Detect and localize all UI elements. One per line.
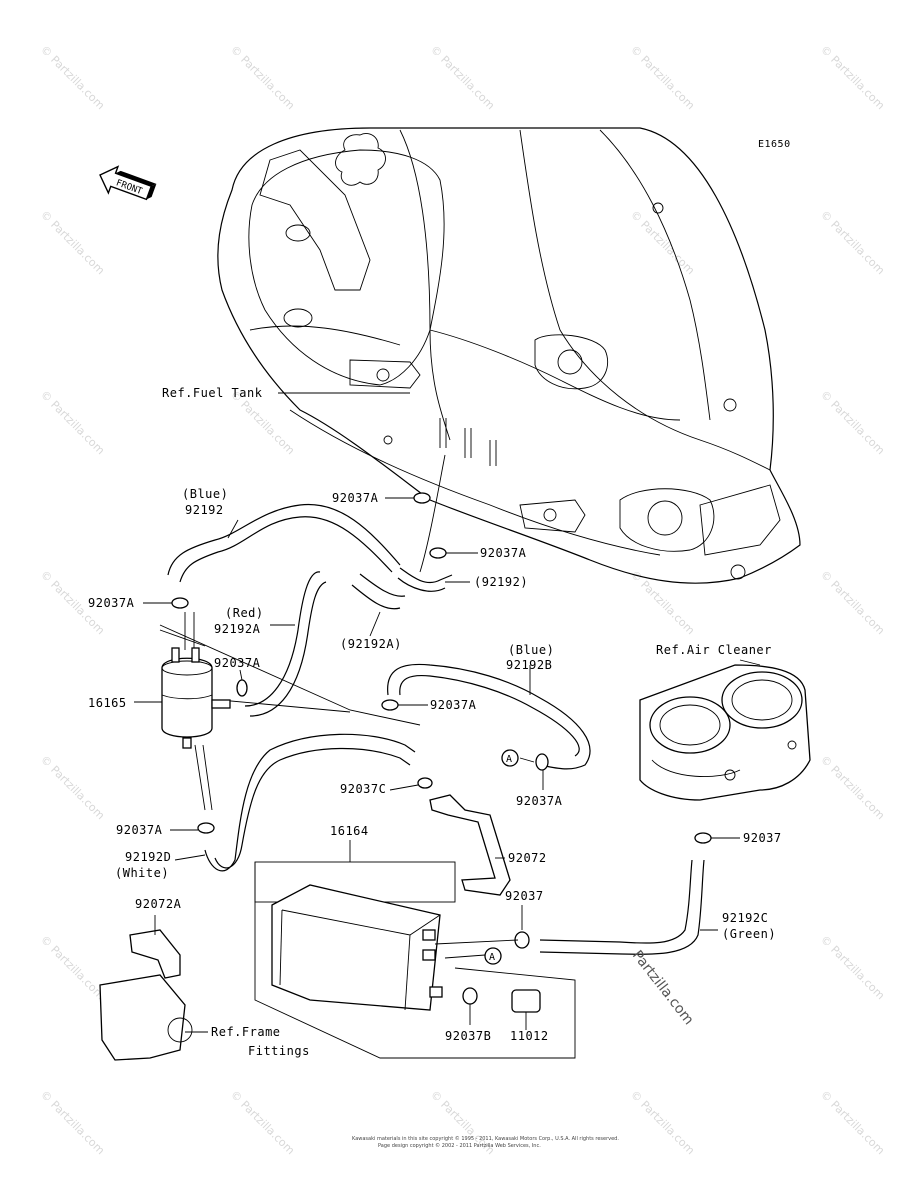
label-92037-mid: 92037 [505,889,544,903]
label-92037a-a: 92037A [516,794,563,808]
watermark: © Partzilla.com [38,1088,107,1157]
label-92037a-mid: 92037A [480,546,527,560]
label-ref-fuel-tank: Ref.Fuel Tank [162,386,263,400]
front-arrow-icon: FRONT [99,165,157,201]
label-red: (Red) [225,606,264,620]
label-callout-a-2: A [489,952,496,963]
label-11012: 11012 [510,1029,549,1043]
footer-copyright: Kawasaki materials in this site copyrigh… [352,1135,619,1142]
label-92192b: 92192B [506,658,552,672]
brackets [99,794,511,1061]
watermark: © Partzilla.com [818,933,887,1002]
clamp-icon [429,547,447,559]
watermark: © Partzilla.com [818,1088,887,1157]
watermark: © Partzilla.com [38,208,107,277]
watermark: © Partzilla.com [818,208,887,277]
label-blue-2: (Blue) [508,643,554,657]
air-cleaner [639,664,811,801]
label-92037a-top: 92037A [332,491,379,505]
label-92037a-low: 92037A [116,823,163,837]
label-92037a-filter: 92037A [214,656,261,670]
footer-design: Page design copyright © 2002 - 2011 Part… [378,1142,541,1149]
label-92192d: 92192D [125,850,171,864]
clamps [171,492,712,1013]
clamp-icon [381,699,399,711]
watermark: © Partzilla.com [628,208,697,277]
watermark: © Partzilla.com [38,933,107,1002]
hoses [159,392,705,955]
callout-a-marker [484,947,502,965]
part-labels: Ref.Fuel Tank (Blue) 92192 92037A 92037A… [88,386,782,1058]
watermark: © Partzilla.com [628,568,697,637]
label-ref-frame: Ref.Frame [211,1025,281,1039]
cap-11012 [511,989,541,1013]
watermark: © Partzilla.com [228,1088,297,1157]
label-92192a: 92192A [214,622,261,636]
clamp-icon [694,832,712,844]
watermark: © Partzilla.com [38,43,107,112]
callout-a-marker [501,749,519,767]
label-92037c: 92037C [340,782,386,796]
watermark: © Partzilla.com [228,43,297,112]
fuel-tank [217,127,801,584]
clamp-icon [535,753,549,771]
watermark: © Partzilla.com [818,388,887,457]
watermark: © Partzilla.com [818,568,887,637]
label-blue-1: (Blue) [182,487,228,501]
label-92072a: 92072A [135,897,182,911]
watermark: © Partzilla.com [818,753,887,822]
leader-lines [134,497,761,1033]
label-92037b: 92037B [445,1029,491,1043]
watermark: © Partzilla.com [38,388,107,457]
label-callout-a: A [506,754,513,765]
label-green: (Green) [722,927,776,941]
clamp-icon [462,987,478,1005]
label-ref-air-cleaner: Ref.Air Cleaner [656,643,772,657]
label-16165: 16165 [88,696,127,710]
label-92192-paren: (92192) [474,575,528,589]
watermark: © Partzilla.com [628,43,697,112]
clamp-icon [197,822,215,834]
label-92072: 92072 [508,851,547,865]
clamp-icon [171,597,189,609]
label-92037-right: 92037 [743,831,782,845]
watermark: © Partzilla.com [428,43,497,112]
watermark: © Partzilla.com [818,43,887,112]
watermark: © Partzilla.com [628,1088,697,1157]
large-watermark: Partzilla.com [629,948,697,1028]
label-92037a-right: 92037A [430,698,477,712]
watermark: © Partzilla.com [38,753,107,822]
label-92037a-left: 92037A [88,596,135,610]
canister [254,861,576,1059]
clamp-icon [417,777,433,789]
clamp-icon [236,679,248,697]
label-92192: 92192 [185,503,224,517]
label-92192a-paren: (92192A) [340,637,402,651]
diagram-code: E1650 [758,139,791,150]
label-fittings: Fittings [248,1044,310,1058]
clamp-icon [413,492,431,504]
label-white: (White) [115,866,169,880]
label-92192c: 92192C [722,911,768,925]
label-16164: 16164 [330,824,369,838]
fuel-filter [161,647,231,749]
